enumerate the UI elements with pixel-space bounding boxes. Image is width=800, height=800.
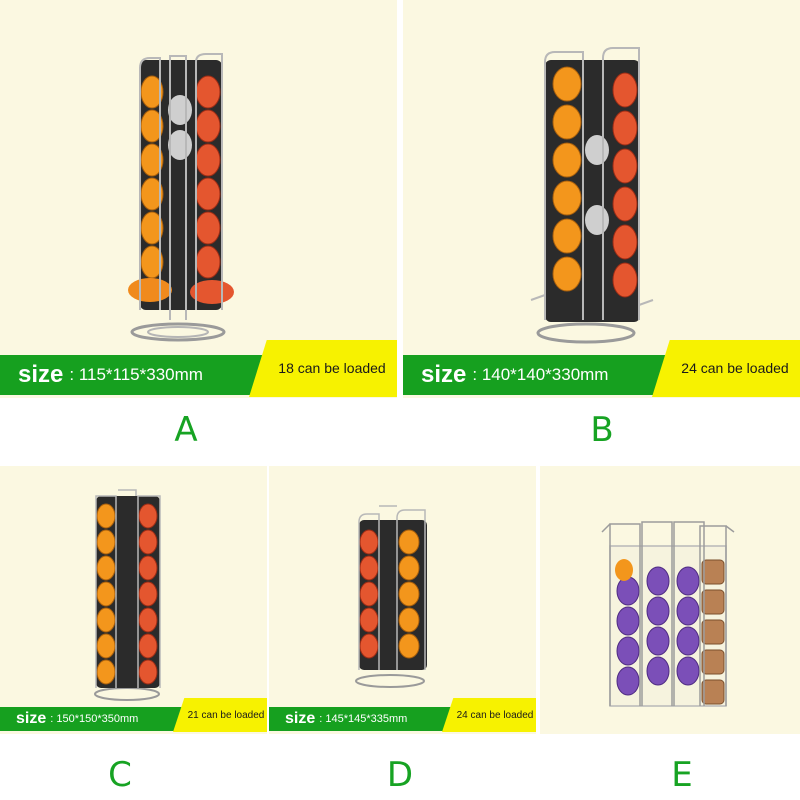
- option-letter-c: C: [108, 755, 132, 795]
- capacity-text: 24 can be loaded: [456, 709, 534, 721]
- capacity-badge: 24 can be loaded: [652, 340, 800, 397]
- product-panel-e: [540, 466, 800, 734]
- product-panel-d: size : 145*145*335mm 24 can be loaded: [269, 466, 536, 734]
- size-dimensions: : 140*140*330mm: [472, 365, 609, 384]
- option-letter-e: E: [671, 755, 693, 795]
- capsule-rack-photo-d: [355, 505, 427, 688]
- size-banner: size : 150*150*350mm: [0, 707, 196, 731]
- capacity-badge: 24 can be loaded: [442, 698, 536, 732]
- size-banner: size : 140*140*330mm: [403, 355, 693, 395]
- size-label: size: [18, 361, 64, 388]
- option-letter-a: A: [174, 410, 198, 450]
- capacity-text: 24 can be loaded: [681, 360, 789, 376]
- capsule-rack-photo-e: [601, 521, 735, 707]
- capsule-rack-photo-b: [530, 47, 654, 344]
- size-dimensions: : 115*115*330mm: [69, 365, 203, 384]
- capacity-text: 18 can be loaded: [278, 360, 386, 376]
- capacity-text: 21 can be loaded: [187, 709, 265, 721]
- size-label: size: [421, 361, 467, 388]
- option-letter-d: D: [386, 755, 414, 795]
- capacity-badge: 21 can be loaded: [173, 698, 267, 732]
- size-label: size: [285, 710, 316, 727]
- capacity-badge: 18 can be loaded: [249, 340, 397, 397]
- product-panel-b: size : 140*140*330mm 24 can be loaded: [403, 0, 800, 398]
- product-panel-c: size : 150*150*350mm 21 can be loaded: [0, 466, 267, 734]
- product-panel-a: size : 115*115*330mm 18 can be loaded: [0, 0, 397, 398]
- size-dimensions: : 145*145*335mm: [319, 713, 408, 725]
- size-banner: size : 115*115*330mm: [0, 355, 290, 395]
- option-letter-b: B: [590, 410, 614, 450]
- capsule-rack-photo-a: [128, 53, 234, 342]
- size-banner: size : 145*145*335mm: [269, 707, 465, 731]
- size-label: size: [16, 710, 47, 727]
- capsule-rack-photo-c: [94, 489, 161, 701]
- size-dimensions: : 150*150*350mm: [50, 713, 139, 725]
